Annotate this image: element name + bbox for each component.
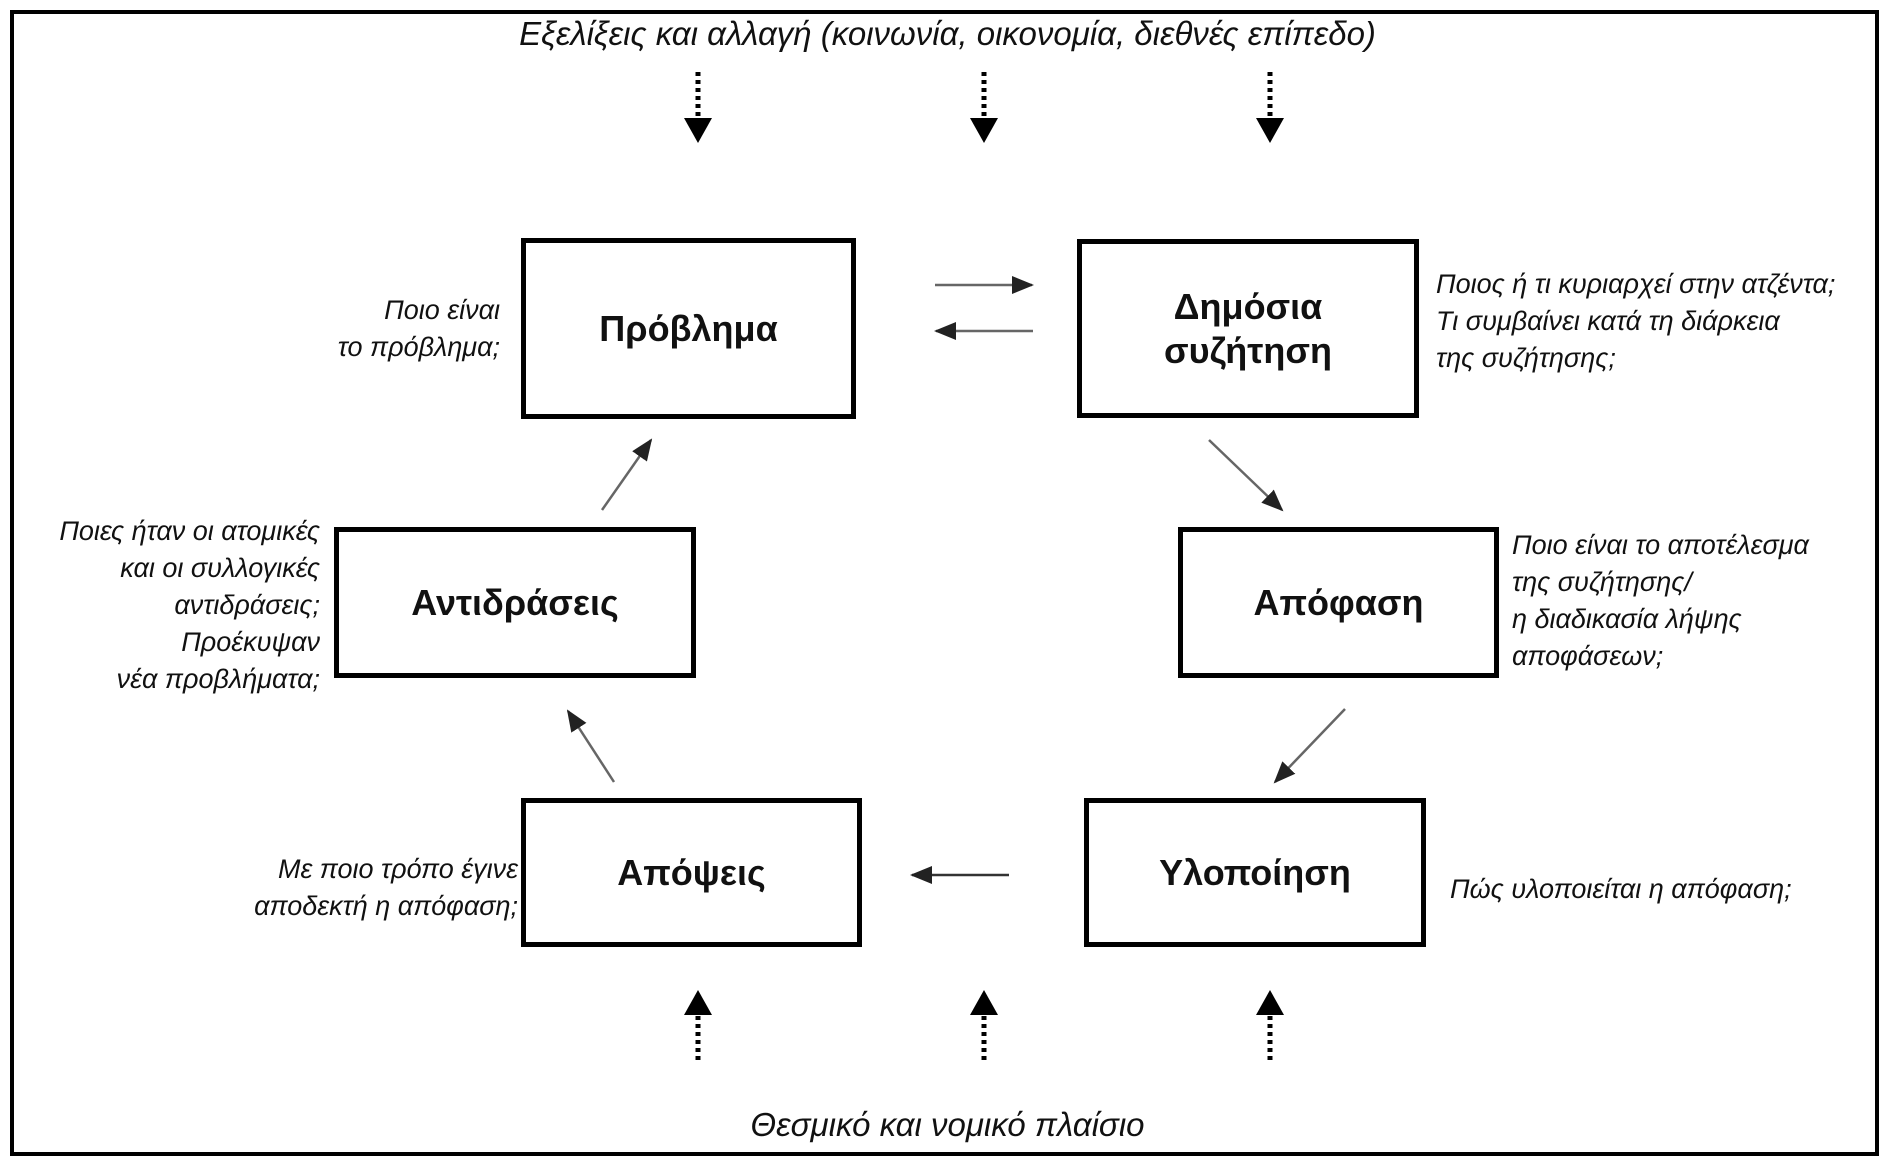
question-public-debate: Ποιος ή τι κυριαρχεί στην ατζέντα; Τι συ… (1436, 269, 1836, 373)
question-views: Με ποιο τρόπο έγινε αποδεκτή η απόφαση; (254, 854, 518, 921)
stage-label-problem: Πρόβλημα (599, 307, 778, 349)
bottom-influence-arrow (1256, 990, 1284, 1060)
stage-label-public-debate: Δημόσια συζήτηση (1164, 285, 1332, 371)
stage-label-implementation: Υλοποίηση (1159, 851, 1351, 893)
stage-box-decision: Απόφαση (1178, 527, 1499, 678)
arrow-debate-to-decision (1208, 439, 1284, 512)
arrow-decision-to-implementation (1273, 708, 1346, 784)
question-reactions: Ποιες ήταν οι ατομικές και οι συλλογικές… (59, 516, 320, 694)
arrow-reactions-to-problem (600, 438, 653, 511)
top-influence-arrow (684, 72, 712, 143)
diagram-frame (10, 10, 1879, 1156)
institutional-framework-label: Θεσμικό και νομικό πλαίσιο (750, 1106, 1145, 1143)
stage-box-reactions: Αντιδράσεις (334, 527, 696, 678)
bottom-influence-arrow (970, 990, 998, 1060)
question-problem: Ποιο είναι το πρόβλημα; (337, 295, 500, 362)
stage-box-public-debate: Δημόσια συζήτηση (1077, 239, 1419, 418)
external-context-label: Εξελίξεις και αλλαγή (κοινωνία, οικονομί… (519, 15, 1376, 52)
bottom-influence-arrow (684, 990, 712, 1060)
stage-label-decision: Απόφαση (1253, 581, 1424, 623)
arrow-views-to-reactions (566, 709, 616, 783)
top-influence-arrow (970, 72, 998, 143)
question-decision: Ποιο είναι το αποτέλεσμα της συζήτησης/ … (1512, 530, 1809, 671)
stage-box-views: Απόψεις (521, 798, 862, 947)
top-influence-arrow (1256, 72, 1284, 143)
stage-box-problem: Πρόβλημα (521, 238, 856, 419)
stage-box-implementation: Υλοποίηση (1084, 798, 1426, 947)
stage-label-reactions: Αντιδράσεις (411, 581, 619, 623)
question-implementation: Πώς υλοποιείται η απόφαση; (1450, 874, 1792, 904)
stage-label-views: Απόψεις (617, 851, 766, 893)
